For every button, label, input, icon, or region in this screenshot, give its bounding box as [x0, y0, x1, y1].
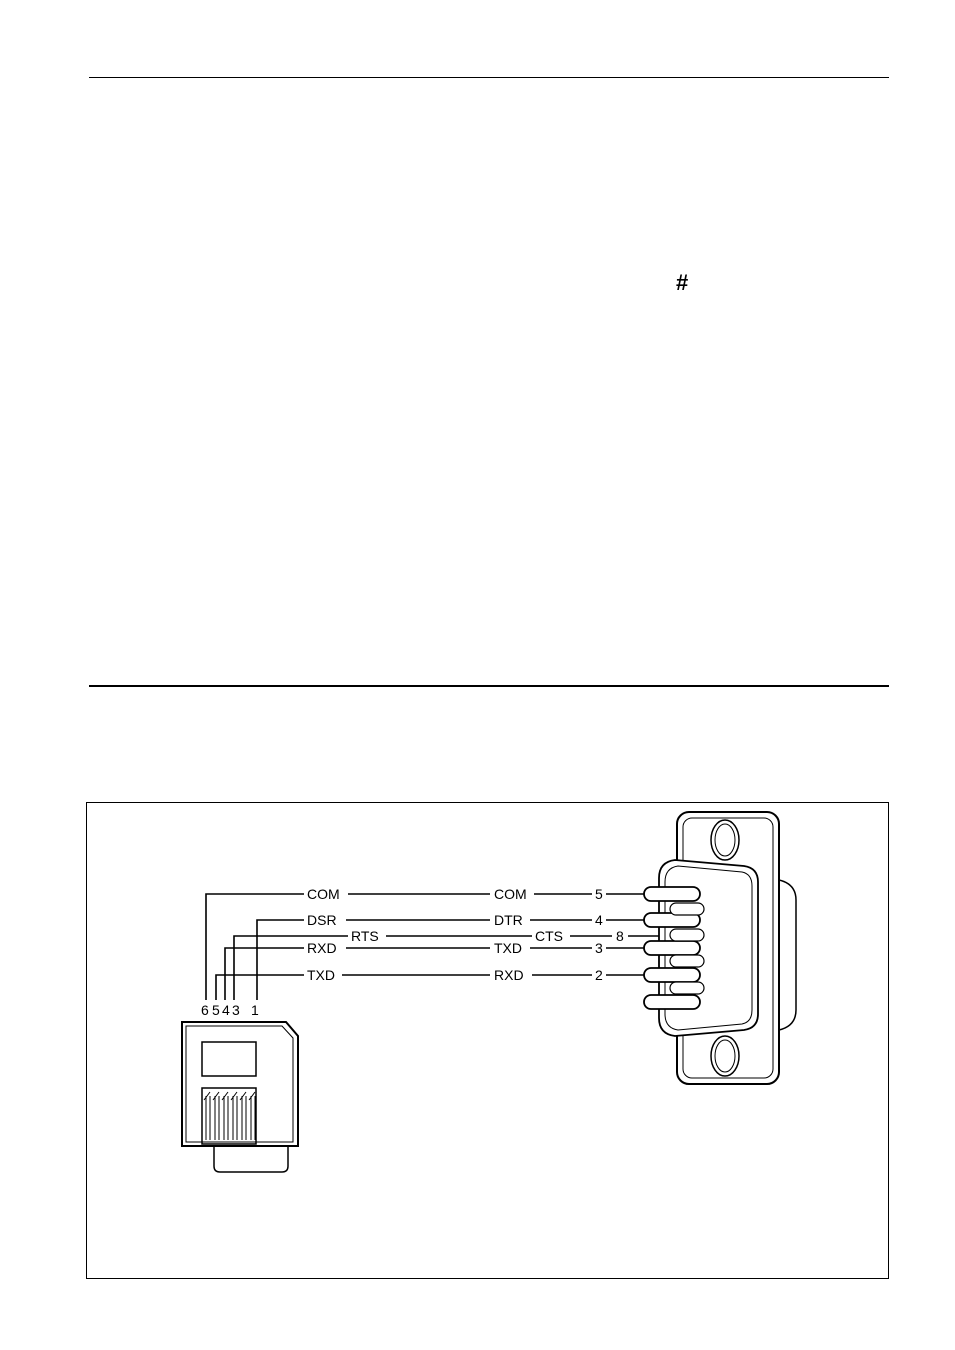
- db-pin-label: 4: [595, 912, 603, 928]
- db-pin-label: 2: [595, 967, 603, 983]
- wire-label: RXD: [307, 940, 337, 956]
- wire-rxd-txd: [224, 947, 304, 1000]
- wire-label: RXD: [494, 967, 524, 983]
- wire-rts-cts: [233, 935, 348, 1000]
- top-rule: [89, 77, 889, 78]
- wires: [205, 893, 678, 1000]
- db9-connector-icon: [643, 811, 797, 1085]
- hash-symbol: #: [676, 270, 689, 295]
- rj-pin-label: 1: [251, 1002, 259, 1018]
- wire-label: TXD: [494, 940, 522, 956]
- wire-label: COM: [494, 886, 527, 902]
- wire-txd-rxd: [215, 974, 304, 1000]
- figure-box: [86, 802, 889, 1279]
- wire-label: TXD: [307, 967, 335, 983]
- wire-com: [205, 893, 304, 1000]
- db-pin-label: 3: [595, 940, 603, 956]
- rj-pin-label: 3: [232, 1002, 240, 1018]
- wire-dsr-dtr: [256, 919, 304, 1000]
- wire-label: DTR: [494, 912, 523, 928]
- section-rule: [89, 685, 889, 687]
- rj-pin-label: 5: [212, 1002, 220, 1018]
- rj-pin-label: 6: [201, 1002, 209, 1018]
- wire-label: COM: [307, 886, 340, 902]
- db-pin-label: 8: [616, 928, 624, 944]
- rj-pin-label: 4: [222, 1002, 230, 1018]
- rj-connector-icon: [181, 1021, 299, 1173]
- wire-label: DSR: [307, 912, 337, 928]
- wire-label: RTS: [351, 928, 379, 944]
- db-pin-label: 5: [595, 886, 603, 902]
- wire-label: CTS: [535, 928, 563, 944]
